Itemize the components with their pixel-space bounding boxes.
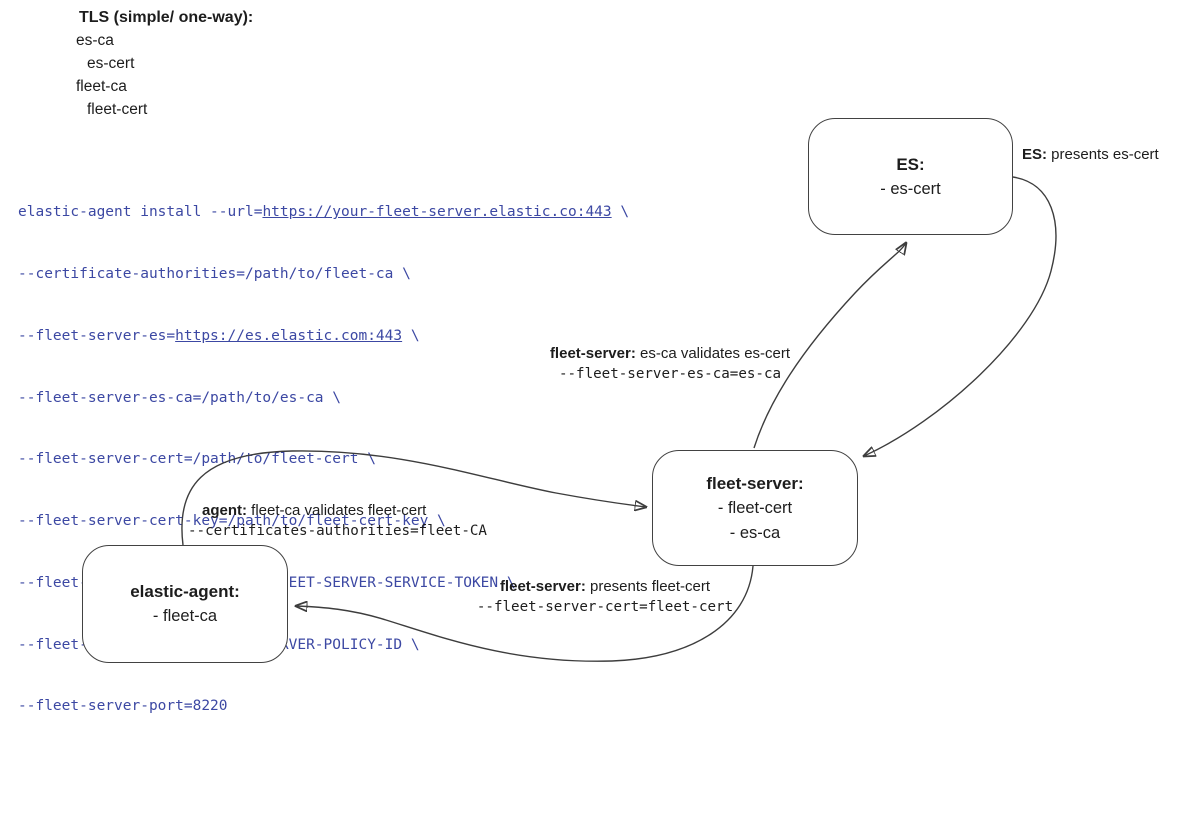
code-line: --certificate-authorities=/path/to/fleet… (18, 264, 629, 285)
edge-label-text: ES: presents es-cert (1022, 146, 1159, 165)
edge-label-es-presents-es-cert: ES: presents es-cert (1022, 146, 1159, 165)
edge-label-flag: --fleet-server-es-ca=es-ca (558, 365, 782, 382)
edge-label-text: agent: fleet-ca validates fleet-cert (202, 502, 512, 521)
edge-label-rest: es-ca validates es-cert (635, 345, 791, 362)
arrow-agent-validates-fleet-cert (181, 450, 646, 546)
edge-label-rest: fleet-ca validates fleet-cert (247, 502, 427, 519)
edge-label-text: fleet-server: es-ca validates es-cert (541, 345, 799, 364)
edge-label-bold: agent: (202, 502, 247, 519)
code-text: elastic-agent install --url= (18, 204, 263, 221)
arrow-fleet-server-validates-es-cert (753, 243, 906, 449)
edge-label-text: fleet-server: presents fleet-cert (466, 578, 744, 597)
code-text: --fleet-server-es-ca=/path/to/es-ca \ (18, 389, 342, 406)
node-elastic-agent-title: elastic-agent: (130, 582, 240, 601)
edge-label-flag: --fleet-server-cert=fleet-cert (476, 598, 734, 615)
code-line: --fleet-server-port=8220 (18, 696, 629, 717)
code-line: --fleet-server-cert=/path/to/fleet-cert … (18, 449, 629, 470)
legend-item-es-ca: es-ca (76, 32, 114, 49)
code-line: elastic-agent install --url=https://your… (18, 202, 629, 223)
node-fleet-server: fleet-server: - fleet-cert - es-ca (652, 450, 858, 566)
code-line: --fleet-server-cert-key=/path/to/fleet-c… (18, 511, 629, 532)
arrow-fleet-server-presents-fleet-cert (296, 565, 754, 662)
edge-label-rest: presents fleet-cert (585, 578, 711, 595)
code-line: --fleet-server-es=https://es.elastic.com… (18, 326, 629, 347)
node-elastic-agent-line: - fleet-ca (152, 607, 218, 625)
code-text: --fleet-server-cert-key=/path/to/fleet-c… (18, 513, 446, 530)
tls-legend: TLS (simple/ one-way): es-ca es-cert fle… (76, 6, 253, 121)
edge-label-agent-validates-fleet-cert: agent: fleet-ca validates fleet-cert --c… (188, 502, 512, 540)
arrow-es-presents-es-cert (864, 176, 1057, 456)
code-text: --fleet-server-cert=/path/to/fleet-cert … (18, 451, 376, 468)
code-line: --fleet-server-es-ca=/path/to/es-ca \ (18, 388, 629, 409)
code-text: --fleet-server-port=8220 (18, 698, 228, 715)
legend-title: TLS (simple/ one-way): (79, 9, 254, 26)
edge-label-flag: --certificates-authorities=fleet-CA (188, 522, 487, 539)
code-text: \ (611, 204, 630, 221)
edge-label-fleet-server-presents-fleet-cert: fleet-server: presents fleet-cert --flee… (466, 578, 744, 616)
code-text: --certificate-authorities=/path/to/fleet… (18, 265, 411, 282)
edge-label-rest: presents es-cert (1047, 146, 1159, 163)
node-es-title: ES: (896, 154, 925, 174)
es-url-link[interactable]: https://es.elastic.com:443 (175, 327, 403, 344)
node-es-line: - es-cert (880, 179, 941, 198)
edge-label-bold: fleet-server: (499, 578, 586, 595)
node-fleet-server-title: fleet-server: (706, 473, 804, 493)
edge-label-bold: fleet-server: (549, 345, 636, 362)
node-fleet-server-line: - fleet-cert (717, 498, 793, 517)
edge-label-fleet-server-validates-es-cert: fleet-server: es-ca validates es-cert --… (541, 345, 799, 383)
node-elastic-agent: elastic-agent: - fleet-ca (82, 545, 288, 663)
legend-item-es-cert: es-cert (87, 55, 135, 72)
fleet-server-url-link[interactable]: https://your-fleet-server.elastic.co:443 (262, 204, 612, 221)
node-es: ES: - es-cert (808, 118, 1013, 235)
code-text: --fleet-server-es= (18, 327, 176, 344)
legend-item-fleet-cert: fleet-cert (87, 101, 148, 118)
code-text: \ (402, 327, 420, 344)
node-fleet-server-line: - es-ca (729, 523, 781, 542)
edge-label-bold: ES: (1022, 146, 1048, 163)
legend-item-fleet-ca: fleet-ca (76, 78, 127, 95)
